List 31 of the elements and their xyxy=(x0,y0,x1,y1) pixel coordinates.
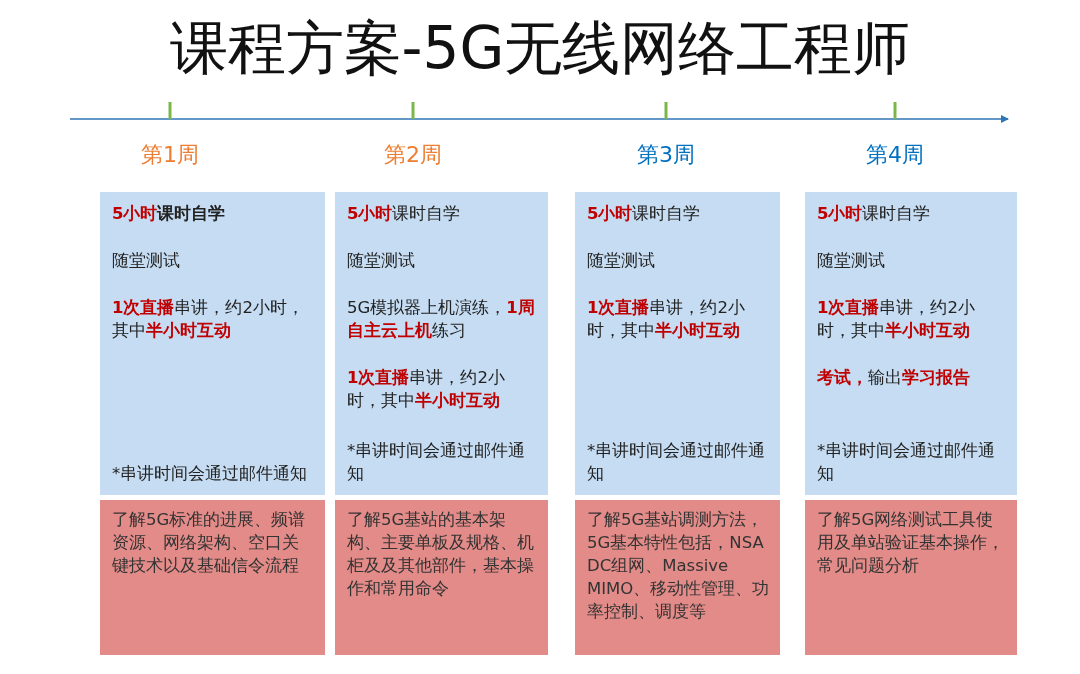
schedule-text: 5小时课时自学 xyxy=(112,203,227,225)
topic-text: 了解5G基站的基本架构、主要单板及规格、机柜及及其他部件，基本操作和常用命令 xyxy=(347,509,535,600)
schedule-text: 5G模拟器上机演练，1周自主云上机练习 xyxy=(347,297,536,342)
schedule-text: 考试，输出学习报告 xyxy=(817,367,971,389)
schedule-text: 随堂测试 xyxy=(817,250,886,272)
schedule-text: 5小时课时自学 xyxy=(817,203,932,225)
note-text: *串讲时间会通过邮件通知 xyxy=(112,463,309,485)
schedule-text: 5小时课时自学 xyxy=(347,203,462,225)
note-text: *串讲时间会通过邮件通知 xyxy=(817,440,997,485)
topic-card xyxy=(335,500,548,655)
week-heading: 第3周 xyxy=(637,141,695,169)
schedule-text: 随堂测试 xyxy=(587,250,656,272)
schedule-text: 1次直播串讲，约2小时，其中半小时互动 xyxy=(817,297,976,342)
schedule-text: 1次直播串讲，约2小时，其中半小时互动 xyxy=(347,367,506,412)
topic-text: 了解5G网络测试工具使用及单站验证基本操作，常见问题分析 xyxy=(817,509,1005,577)
schedule-text: 1次直播串讲，约2小时，其中半小时互动 xyxy=(112,297,305,342)
note-text: *串讲时间会通过邮件通知 xyxy=(587,440,767,485)
topic-card xyxy=(100,500,325,655)
note-text: *串讲时间会通过邮件通知 xyxy=(347,440,527,485)
topic-card xyxy=(805,500,1017,655)
title: 课程方案-5G无线网络工程师 xyxy=(168,13,912,84)
week-heading: 第2周 xyxy=(384,141,442,169)
topic-text: 了解5G基站调测方法，5G基本特性包括，NSA DC组网、Massive MIMO、移动性管理、功率控制、调度等 xyxy=(587,509,770,623)
schedule-text: 1次直播串讲，约2小时，其中半小时互动 xyxy=(587,297,746,342)
schedule-text: 随堂测试 xyxy=(112,250,181,272)
schedule-text: 随堂测试 xyxy=(347,250,416,272)
week-heading: 第4周 xyxy=(866,141,924,169)
topic-card xyxy=(575,500,780,655)
week-heading: 第1周 xyxy=(141,141,199,169)
topic-text: 了解5G标准的进展、频谱资源、网络架构、空口关键技术以及基础信令流程 xyxy=(112,509,307,577)
schedule-text: 5小时课时自学 xyxy=(587,203,702,225)
